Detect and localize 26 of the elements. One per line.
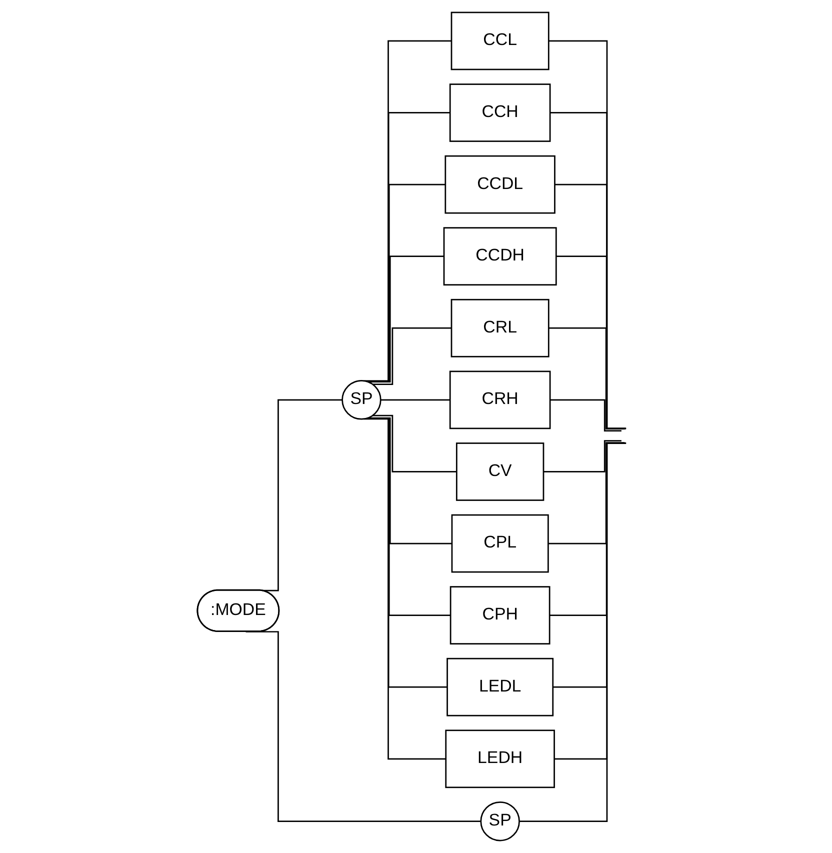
terminal-node: :MODE	[196, 589, 280, 632]
connector-line	[548, 442, 624, 544]
option-box: CRH	[450, 370, 551, 430]
option-box: CCDL	[444, 155, 556, 214]
connector-line	[519, 442, 626, 822]
option-box: LEDH	[445, 730, 556, 788]
connector-line	[548, 327, 624, 430]
option-box: CV	[456, 442, 544, 501]
option-box: CCH	[450, 84, 551, 142]
connector-line	[380, 399, 450, 401]
option-box: CRL	[450, 298, 550, 358]
connector-line	[364, 418, 446, 760]
connector-line	[364, 40, 452, 382]
connector-line	[372, 327, 452, 385]
option-box: CCL	[450, 12, 550, 70]
connector-line	[544, 440, 622, 472]
option-box: CPL	[451, 514, 549, 573]
option-box: CCDH	[443, 227, 557, 286]
connector-line	[550, 112, 626, 430]
connector-line	[556, 256, 626, 430]
keyword-circle: SP	[480, 801, 520, 842]
connector-line	[372, 414, 457, 472]
option-box: LEDL	[446, 658, 554, 716]
option-box: CPH	[450, 586, 550, 644]
keyword-circle: SP	[342, 380, 382, 420]
connector-line	[550, 399, 622, 432]
